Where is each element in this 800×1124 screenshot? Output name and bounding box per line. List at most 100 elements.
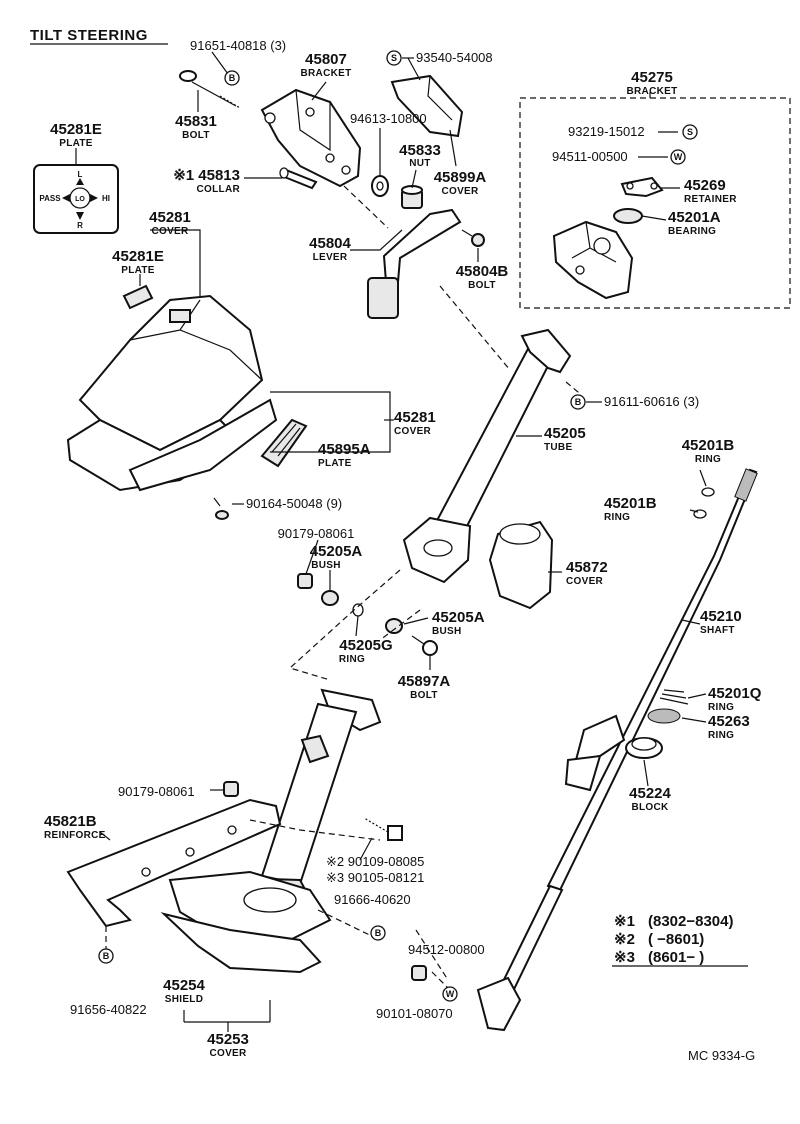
- callout[interactable]: 90179-08061: [118, 784, 195, 799]
- callout[interactable]: 91666-40620: [334, 892, 411, 907]
- callout[interactable]: ※2 90109-08085: [326, 854, 424, 869]
- callout[interactable]: 45224 BLOCK: [629, 785, 671, 813]
- part-bolt-45804b[interactable]: [461, 229, 485, 247]
- callout[interactable]: 45833 NUT: [399, 142, 441, 169]
- svg-text:45205G: 45205G: [339, 637, 392, 654]
- callout[interactable]: 91611-60616 (3): [586, 394, 699, 409]
- callout[interactable]: 45210 SHAFT: [700, 608, 742, 636]
- svg-text:BRACKET: BRACKET: [627, 86, 678, 97]
- callout[interactable]: 45205A BUSH: [310, 543, 363, 571]
- part-nut-90179-lower[interactable]: [223, 781, 239, 797]
- svg-text:45254: 45254: [163, 977, 205, 994]
- legend: ※1 (8302−8304) ※2 ( −8601) ※3 (8601− ): [612, 913, 748, 967]
- part-ring-45201q[interactable]: [659, 689, 689, 705]
- svg-text:RING: RING: [695, 454, 721, 465]
- callout[interactable]: 45897A BOLT: [398, 673, 451, 701]
- svg-text:45872: 45872: [566, 559, 608, 576]
- part-cover-45281-upper[interactable]: [66, 294, 264, 492]
- callout[interactable]: ※1 45813 COLLAR: [173, 167, 240, 195]
- svg-text:45281E: 45281E: [50, 121, 102, 138]
- callout[interactable]: 91656-40822: [70, 1002, 147, 1017]
- part-bolt-45831[interactable]: [179, 70, 241, 109]
- part-reinforce-45821b[interactable]: [66, 798, 282, 928]
- symbol-s-icon: [386, 50, 402, 66]
- callout[interactable]: 45831 BOLT: [175, 113, 217, 141]
- part-plate-45281e-large[interactable]: L PASS LO HI R: [33, 164, 119, 234]
- part-shield-45254[interactable]: [160, 912, 322, 974]
- part-ring-45201b-upper[interactable]: [701, 487, 715, 497]
- callout[interactable]: 45205G RING: [339, 637, 393, 665]
- part-ring-45263[interactable]: [647, 708, 681, 724]
- callout[interactable]: 45254 SHIELD: [163, 977, 205, 1005]
- part-nut-90101[interactable]: [411, 965, 427, 981]
- svg-text:BOLT: BOLT: [468, 280, 496, 291]
- part-shaft-45210[interactable]: [476, 468, 758, 1032]
- callout[interactable]: 90101-08070: [376, 1006, 453, 1021]
- svg-text:COVER: COVER: [394, 426, 432, 437]
- callout[interactable]: 45281E PLATE: [112, 248, 164, 276]
- callout[interactable]: 93219-15012: [568, 124, 645, 139]
- callout[interactable]: 45201B RING: [682, 437, 735, 465]
- part-lever-45804[interactable]: [367, 208, 462, 319]
- part-bush-45205a-lower[interactable]: [385, 618, 403, 634]
- callout[interactable]: 45281 COVER: [394, 409, 436, 437]
- callout[interactable]: 94613-10800: [350, 111, 427, 126]
- callout[interactable]: 45205 TUBE: [544, 425, 586, 453]
- callout[interactable]: 91651-40818 (3): [190, 38, 286, 53]
- callout[interactable]: 45263 RING: [708, 713, 750, 741]
- callout[interactable]: 94511-00500: [552, 149, 628, 164]
- part-cover-45899a[interactable]: [390, 74, 464, 138]
- callout[interactable]: 45201B RING: [604, 495, 657, 523]
- callout[interactable]: 45205A BUSH: [432, 609, 485, 637]
- callout[interactable]: 45281 COVER: [149, 209, 191, 237]
- part-block-45224[interactable]: [625, 737, 663, 759]
- callout[interactable]: 45807 BRACKET: [301, 51, 352, 79]
- part-cover-45281-lower[interactable]: [128, 398, 278, 492]
- callout[interactable]: 90164-50048 (9): [246, 496, 342, 511]
- part-cover-45872[interactable]: [488, 520, 554, 610]
- part-nut-45833[interactable]: [401, 185, 423, 209]
- callout[interactable]: 45899A COVER: [434, 169, 487, 197]
- callout[interactable]: 45804B BOLT: [456, 263, 509, 291]
- callout[interactable]: 45201Q RING: [708, 685, 762, 713]
- part-bracket-45275[interactable]: [552, 220, 634, 300]
- part-screw-90164[interactable]: [213, 497, 229, 520]
- callout[interactable]: 93540-54008: [402, 50, 493, 65]
- svg-text:B: B: [229, 73, 236, 83]
- callout[interactable]: 45804 LEVER: [309, 235, 351, 263]
- part-plate-45895a[interactable]: [260, 418, 308, 468]
- part-collar-45813[interactable]: [279, 167, 318, 190]
- callout[interactable]: 45201A BEARING: [668, 209, 721, 237]
- callout[interactable]: 45275 BRACKET: [627, 69, 678, 97]
- part-tube-45205[interactable]: [402, 328, 572, 584]
- callout[interactable]: 45269 RETAINER: [684, 177, 737, 205]
- part-bracket-45807[interactable]: [260, 88, 362, 188]
- part-bush-45205a-upper[interactable]: [321, 590, 339, 606]
- part-bolt-45897a[interactable]: [411, 635, 438, 656]
- svg-text:94511-00500: 94511-00500: [552, 149, 628, 164]
- part-cover-45253[interactable]: [168, 870, 332, 942]
- callout[interactable]: 90179-08061: [278, 526, 355, 541]
- callout[interactable]: 45281E PLATE: [50, 121, 102, 149]
- callout[interactable]: 45821B REINFORCE: [44, 813, 106, 841]
- svg-text:BOLT: BOLT: [182, 130, 210, 141]
- callout[interactable]: 45872 COVER: [566, 559, 608, 587]
- shaft-upper: [546, 468, 758, 892]
- callout[interactable]: 45253 COVER: [207, 1031, 249, 1059]
- svg-text:BLOCK: BLOCK: [631, 802, 669, 813]
- callout[interactable]: ※3 90105-08121: [326, 870, 424, 885]
- svg-text:45281E: 45281E: [112, 248, 164, 265]
- callout[interactable]: 94512-00800: [408, 942, 485, 957]
- bracket-hole: [264, 112, 276, 124]
- part-retainer-45269[interactable]: [620, 176, 664, 198]
- svg-text:93540-54008: 93540-54008: [416, 50, 493, 65]
- part-nut-90179-upper[interactable]: [297, 573, 313, 589]
- tube-body: [430, 343, 557, 542]
- svg-text:NUT: NUT: [409, 158, 430, 169]
- part-plate-45281e-small[interactable]: [122, 284, 154, 310]
- part-bolt-90109[interactable]: [363, 817, 403, 841]
- svg-text:91611-60616 (3): 91611-60616 (3): [604, 394, 699, 409]
- svg-text:45897A: 45897A: [398, 673, 451, 690]
- callout[interactable]: 45895A PLATE: [318, 441, 371, 469]
- part-bearing-45201a[interactable]: [613, 208, 643, 224]
